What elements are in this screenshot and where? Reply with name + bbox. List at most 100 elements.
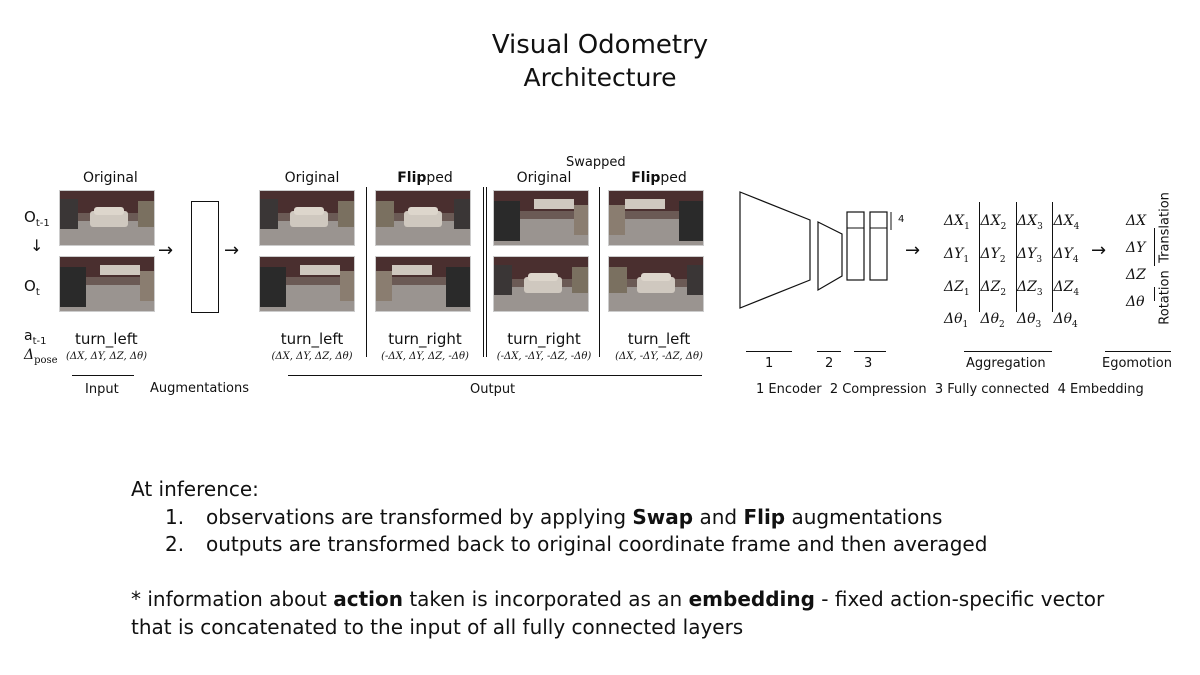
output-pose: (ΔX, ΔY, ΔZ, Δθ): [271, 351, 353, 362]
aggregation-row: Δθ1 Δθ2 Δθ3 Δθ4: [944, 306, 1090, 339]
output-frame: [493, 256, 589, 312]
aggregation-row: ΔY1 ΔY2 ΔY3 ΔY4: [944, 241, 1090, 274]
output-col-label: Flipped: [397, 170, 453, 186]
input-original-label: Original: [83, 170, 138, 186]
network-legend: 1 Encoder 2 Compression 3 Fully connecte…: [756, 382, 1144, 397]
footnote: * information about action taken is inco…: [131, 587, 1105, 611]
network-diagram: [739, 191, 892, 309]
output-pose: (-ΔX, ΔY, ΔZ, -Δθ): [381, 351, 469, 362]
augmentations-box: [191, 201, 219, 313]
arrow-right-icon: →: [905, 240, 921, 261]
compression-number: 2: [825, 356, 834, 371]
arrow-right-icon: →: [158, 240, 174, 261]
aggregation-cell: Δθ1: [944, 311, 969, 331]
output-col-label: Flipped: [631, 170, 687, 186]
compression-underline: [817, 351, 841, 352]
page-title: Visual Odometry: [491, 30, 709, 60]
aggregation-row: ΔZ1 ΔZ2 ΔZ3 ΔZ4: [944, 274, 1090, 307]
encoder-underline: [746, 351, 792, 352]
aggregation-cell: ΔY1: [944, 245, 970, 265]
egomotion-dy: ΔY: [1126, 240, 1146, 256]
output-frame: [259, 256, 355, 312]
aggregation-cell: ΔY2: [980, 245, 1006, 265]
output-action: turn_right: [507, 330, 581, 348]
egomotion-dtheta: Δθ: [1126, 294, 1145, 310]
footnote-line2: that is concatenated to the input of all…: [131, 615, 744, 639]
output-action: turn_left: [280, 330, 344, 348]
rotation-label: Rotation: [1157, 270, 1173, 325]
fc-underline: [854, 351, 886, 352]
output-action: turn_left: [627, 330, 691, 348]
output-frame: [259, 190, 355, 246]
aggregation-cell: ΔX2: [980, 213, 1007, 232]
down-arrow-icon: ↓: [30, 236, 44, 255]
fc-number: 3: [864, 356, 873, 371]
input-section-label: Input: [85, 382, 119, 397]
output-frame: [375, 190, 471, 246]
delta-pose-symbol: Δpose: [24, 347, 58, 366]
embedding-number: 4: [898, 214, 905, 225]
list-number: 2.: [165, 532, 185, 556]
arrow-right-icon: →: [224, 240, 240, 261]
separator: [483, 187, 484, 357]
aggregation-cell: ΔX4: [1053, 213, 1080, 232]
input-action: turn_left: [75, 330, 138, 348]
swapped-label: Swapped: [566, 155, 626, 170]
aggregation-cell: Δθ2: [980, 311, 1005, 331]
separator: [1016, 202, 1017, 312]
aggregation-cell: Δθ4: [1053, 311, 1078, 331]
input-frame-prev: [59, 190, 155, 246]
aggregation-cell: ΔZ2: [980, 278, 1007, 298]
translation-bracket: [1154, 228, 1155, 266]
separator: [366, 187, 367, 357]
aggregation-underline: [964, 351, 1052, 352]
separator: [979, 202, 980, 312]
egomotion-dz: ΔZ: [1126, 267, 1146, 283]
separator: [486, 187, 487, 357]
output-frame: [375, 256, 471, 312]
separator: [599, 187, 600, 357]
inference-heading: At inference:: [131, 477, 259, 501]
output-pose: (ΔX, -ΔY, -ΔZ, Δθ): [615, 351, 703, 362]
egomotion-values: ΔX ΔY ΔZ Δθ: [1126, 208, 1146, 316]
aggregation-cell: ΔY3: [1017, 245, 1043, 265]
input-underline: [72, 375, 134, 376]
o-prev-label: Ot-1: [24, 208, 50, 229]
action-symbol: at-1: [24, 328, 47, 347]
input-frame-cur: [59, 256, 155, 312]
output-col-label: Original: [284, 170, 340, 186]
aggregation-cell: ΔZ1: [944, 278, 970, 298]
page-subtitle: Architecture: [523, 63, 677, 92]
encoder-number: 1: [765, 356, 774, 371]
aggregation-cell: ΔY4: [1053, 245, 1079, 265]
aggregation-cell: ΔX1: [944, 213, 970, 232]
aggregation-cell: ΔX3: [1017, 213, 1043, 232]
augmentations-label: Augmentations: [150, 381, 250, 396]
list-item: observations are transformed by applying…: [206, 505, 943, 529]
aggregation-cell: ΔZ4: [1053, 278, 1080, 298]
list-number: 1.: [165, 505, 185, 529]
output-frame: [608, 190, 704, 246]
separator: [1052, 202, 1053, 312]
output-action: turn_right: [388, 330, 462, 348]
output-col-label: Original: [516, 170, 572, 186]
aggregation-label: Aggregation: [966, 356, 1046, 371]
output-frame: [493, 190, 589, 246]
egomotion-underline: [1105, 351, 1171, 352]
output-frame: [608, 256, 704, 312]
aggregation-row: ΔX1 ΔX2 ΔX3 ΔX4: [944, 208, 1090, 241]
output-pose: (-ΔX, -ΔY, -ΔZ, -Δθ): [496, 351, 592, 362]
list-item: outputs are transformed back to original…: [206, 532, 988, 556]
aggregation-cell: ΔZ3: [1017, 278, 1043, 298]
egomotion-dx: ΔX: [1126, 213, 1147, 229]
aggregation-cell: Δθ3: [1017, 311, 1042, 331]
translation-label: Translation: [1157, 192, 1173, 263]
input-pose: (ΔX, ΔY, ΔZ, Δθ): [66, 351, 147, 362]
output-underline: [288, 375, 702, 376]
rotation-bracket: [1154, 287, 1155, 301]
egomotion-label: Egomotion: [1102, 356, 1172, 371]
output-section-label: Output: [470, 382, 516, 397]
o-cur-label: Ot: [24, 277, 40, 298]
arrow-right-icon: →: [1091, 240, 1107, 261]
